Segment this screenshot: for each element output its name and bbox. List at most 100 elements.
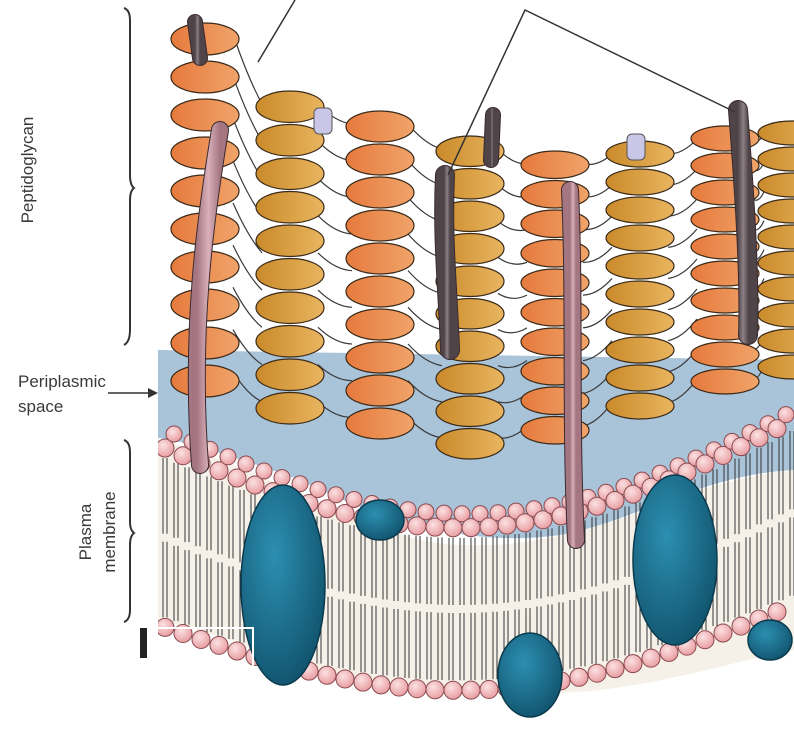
lipid-head [778, 407, 794, 423]
lipid-head [354, 673, 372, 691]
glycan-unit [606, 365, 674, 391]
glycan-unit [346, 144, 414, 175]
glycan-unit [256, 259, 324, 291]
glycan-unit [346, 408, 414, 439]
lipid-head [480, 680, 498, 698]
lipid-head [220, 449, 236, 465]
glycan-unit [691, 369, 759, 394]
lipid-head [318, 666, 336, 684]
glycan-unit [758, 199, 794, 223]
plasma-membrane-bracket [124, 440, 134, 622]
lipid-head [624, 655, 642, 673]
glycan-unit [758, 251, 794, 275]
lipid-head [310, 482, 326, 498]
lipid-head [274, 470, 290, 486]
periplasmic-space-label: Periplasmic [18, 372, 106, 392]
membrane-protein [748, 620, 792, 660]
lipid-head [166, 426, 182, 442]
lipid-head [660, 643, 678, 661]
lipid-head [426, 681, 444, 699]
glycan-unit [758, 329, 794, 353]
scale-bar [140, 628, 147, 658]
lipid-head [588, 664, 606, 682]
lipid-head [390, 678, 408, 696]
lipid-head [462, 681, 480, 699]
glycan-unit [758, 303, 794, 327]
plasma-membrane-label-2: membrane [100, 472, 120, 592]
glycan-unit [606, 309, 674, 335]
glycan-unit [346, 177, 414, 208]
lipid-head [192, 630, 210, 648]
lipid-head [408, 680, 426, 698]
glycan-unit [606, 225, 674, 251]
glycan-unit [256, 326, 324, 358]
lipid-head [732, 617, 750, 635]
peptidoglycan-label: Peptidoglycan [18, 85, 38, 255]
glycan-unit [346, 243, 414, 274]
glycan-unit [346, 342, 414, 373]
periplasmic-arrowhead [148, 388, 158, 398]
lipid-head [228, 642, 246, 660]
teichoic-rod [195, 22, 200, 58]
glycan-unit [346, 276, 414, 307]
teichoic-rod [738, 110, 748, 335]
glycan-unit [606, 253, 674, 279]
glycan-unit [606, 281, 674, 307]
glycan-unit [256, 192, 324, 224]
lipid-head [418, 504, 434, 520]
glycan-unit [436, 429, 504, 460]
membrane-protein [633, 475, 717, 645]
glycan-unit [346, 309, 414, 340]
teichoic-rod [491, 115, 493, 160]
lipid-head [768, 603, 786, 621]
lipid-head [606, 660, 624, 678]
glycan-unit [521, 151, 589, 179]
lipid-head [210, 636, 228, 654]
lipid-head [238, 456, 254, 472]
glycan-unit [256, 292, 324, 324]
lipid-head [256, 463, 272, 479]
glycan-unit [171, 137, 239, 169]
glycan-unit [758, 147, 794, 171]
glycan-unit [256, 359, 324, 391]
glycan-unit [171, 99, 239, 131]
glycan-unit [256, 225, 324, 257]
membrane-protein [498, 633, 562, 717]
glycan-unit [606, 393, 674, 419]
glycan-unit [758, 121, 794, 145]
glycan-unit [606, 169, 674, 195]
teichoic-rod [444, 175, 450, 350]
lipid-head [372, 676, 390, 694]
glycan-unit [346, 210, 414, 241]
membrane-protein [356, 500, 404, 540]
peptide-crosslink [498, 293, 527, 298]
lipid-head [328, 487, 344, 503]
glycan-unit [691, 342, 759, 367]
teichoic-rod [570, 190, 576, 540]
lipid-anchor [314, 108, 332, 134]
glycan-unit [346, 375, 414, 406]
periplasmic-space-label-2: space [18, 397, 63, 417]
glycan-unit [606, 337, 674, 363]
plasma-membrane-label: Plasma [76, 472, 96, 592]
glycan-unit [256, 393, 324, 425]
lipid-head [444, 681, 462, 699]
glycan-unit [346, 111, 414, 142]
lipid-head [642, 649, 660, 667]
glycan-unit [758, 225, 794, 249]
glycan-unit [436, 364, 504, 395]
glycan-unit [606, 197, 674, 223]
lipid-head [570, 668, 588, 686]
peptide-crosslink [498, 328, 527, 333]
glycan-unit [256, 158, 324, 190]
glycan-unit [436, 396, 504, 427]
glycan-unit [171, 61, 239, 93]
lipid-anchor [627, 134, 645, 160]
lipid-head [436, 505, 452, 521]
lipid-head [696, 631, 714, 649]
lipid-head [714, 624, 732, 642]
pointer-line [258, 0, 295, 62]
lipid-head [346, 491, 362, 507]
lipid-head [336, 670, 354, 688]
